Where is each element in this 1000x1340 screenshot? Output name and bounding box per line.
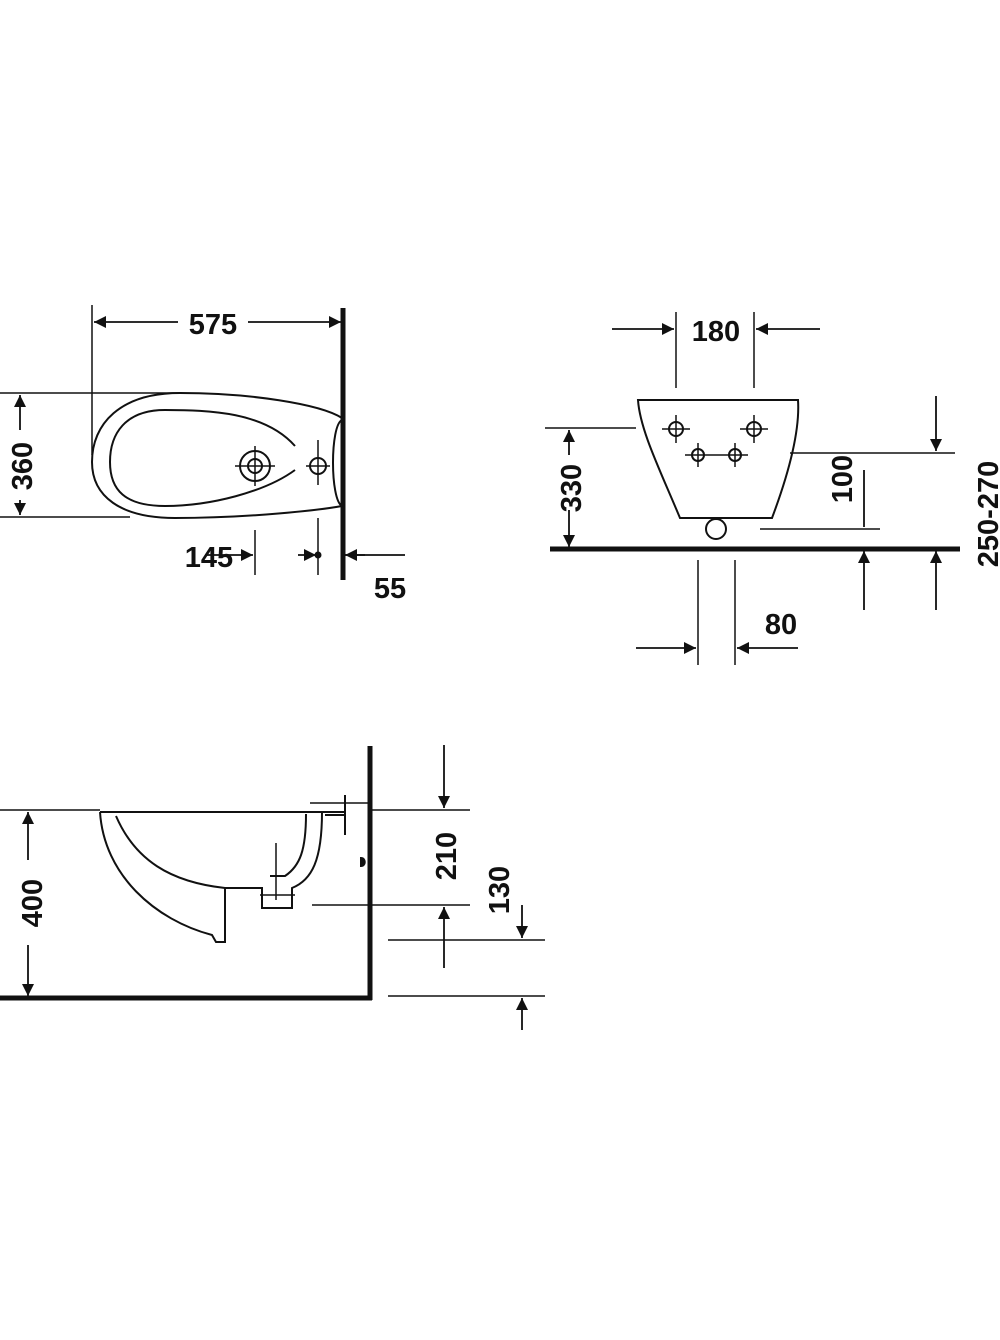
rim-back	[332, 419, 343, 507]
dim-label-250-270: 250-270	[973, 461, 1000, 567]
dim-label-400: 400	[17, 879, 49, 927]
dim-label-360: 360	[7, 442, 39, 490]
side-view	[0, 745, 545, 1030]
dim-label-180: 180	[692, 316, 740, 348]
rear-inner	[270, 813, 307, 877]
bidet-side-profile	[99, 811, 323, 943]
bowl-outline	[108, 408, 296, 508]
bidet-front-outline	[636, 399, 800, 519]
front-view	[545, 312, 960, 665]
dim-label-330: 330	[556, 464, 588, 512]
top-view	[0, 305, 405, 580]
dim-label-55: 55	[374, 573, 406, 605]
waste-hole	[705, 518, 727, 540]
bidet-outline	[90, 391, 343, 520]
bowl-inner	[115, 815, 226, 889]
dim-label-80: 80	[765, 609, 797, 641]
dim-label-100: 100	[827, 455, 859, 503]
dim-label-145: 145	[185, 542, 233, 574]
dim-label-575: 575	[189, 309, 237, 341]
dim-label-210: 210	[431, 832, 463, 880]
dim-label-130: 130	[484, 866, 516, 914]
